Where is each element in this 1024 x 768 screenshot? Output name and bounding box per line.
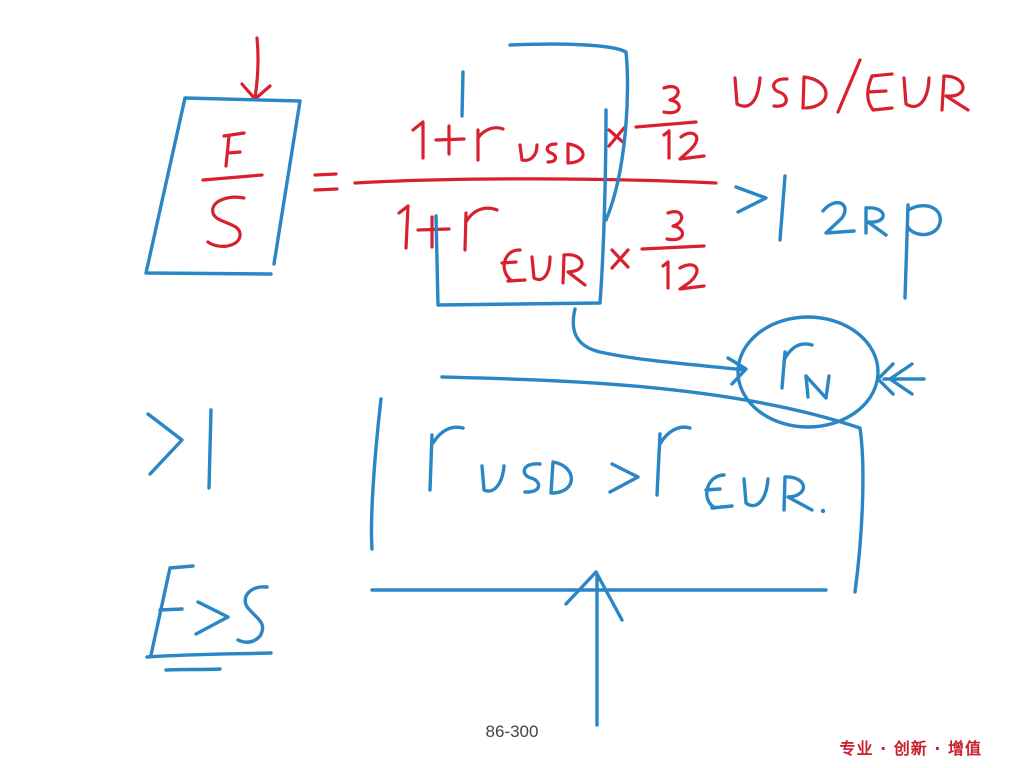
conclusion-f-greater-s — [145, 564, 273, 672]
circled-r-n — [736, 315, 880, 429]
down-arrow-icon — [240, 36, 272, 101]
triple-arrow — [876, 362, 926, 396]
left-greater-than-one — [146, 408, 213, 490]
result-greater-than-one — [734, 174, 942, 300]
pair-label-usd-eur — [733, 58, 970, 114]
denominator — [397, 204, 706, 291]
main-fraction-bar — [353, 177, 718, 185]
numerator — [411, 85, 706, 165]
fraction-box — [144, 96, 302, 276]
highlight-column-box — [434, 42, 630, 307]
equals-sign — [313, 172, 339, 192]
connector-arrow — [571, 307, 748, 386]
comparison-text — [428, 425, 826, 514]
up-arrow — [564, 570, 624, 727]
page-number: 86-300 — [485, 722, 539, 741]
slogan-watermark: 专业 · 创新 · 增值 — [839, 739, 982, 758]
fraction-f-over-s — [201, 131, 264, 248]
comparison-box — [369, 375, 865, 594]
